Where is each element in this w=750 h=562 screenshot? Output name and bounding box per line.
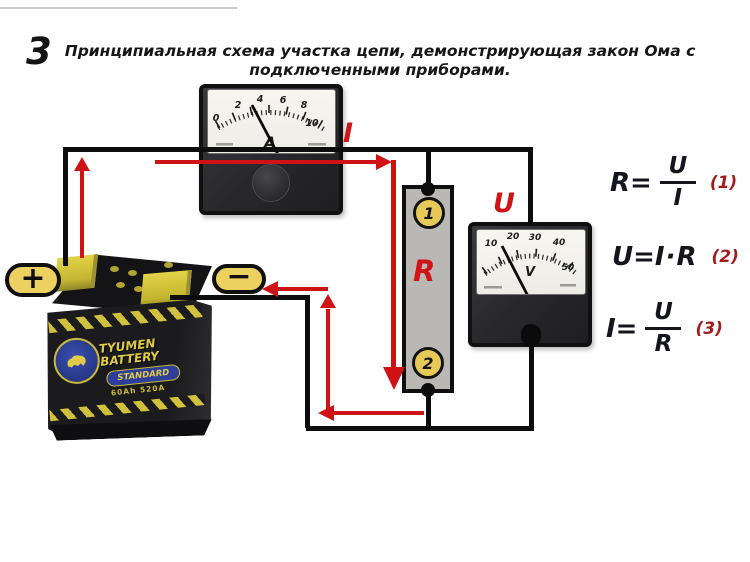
ammeter-tick-10: 10 xyxy=(305,118,319,129)
ammeter-smallprint-right xyxy=(308,143,326,146)
resistor-label: R xyxy=(413,254,436,288)
formula-r-numerator: U xyxy=(668,153,688,179)
wire-resistor-top xyxy=(426,150,431,190)
formula-u-ref: (2) xyxy=(711,247,739,267)
ammeter-tick-8: 8 xyxy=(301,100,308,111)
wire-voltmeter-top xyxy=(528,147,533,226)
minus-sign: − xyxy=(226,258,252,294)
battery-vent-cap xyxy=(134,286,143,292)
formula-u-lhs: U= xyxy=(612,242,655,272)
voltmeter-knob xyxy=(521,324,541,346)
ammeter-tick-2: 2 xyxy=(235,100,242,111)
current-arrow-bottomleft-line xyxy=(334,411,424,415)
voltmeter-smallprint-left xyxy=(484,286,502,289)
formula-u-expr: I·R xyxy=(654,242,698,272)
current-label: I xyxy=(343,118,354,149)
current-arrow-right-head xyxy=(376,154,392,170)
formula-ohm-i: I= U R (3) xyxy=(606,300,723,357)
voltmeter-minor-ticks xyxy=(483,253,579,276)
battery-front-face: TYUMEN BATTERY STANDARD 60Ah 520A xyxy=(44,299,217,437)
formula-i-ref: (3) xyxy=(695,318,723,339)
wire-top xyxy=(63,147,533,152)
battery-vent-cap xyxy=(116,282,125,288)
formula-ohm-u: U= I·R (2) xyxy=(612,242,739,272)
current-arrow-up-head xyxy=(74,157,90,171)
current-arrow-right-line xyxy=(155,160,377,164)
battery-logo xyxy=(53,337,101,385)
voltmeter-tick-30: 30 xyxy=(529,233,542,243)
formula-r-ref: (1) xyxy=(709,172,738,193)
wire-resistor-bottom xyxy=(426,388,431,428)
formula-r-denominator: I xyxy=(673,185,683,211)
battery: TYUMEN BATTERY STANDARD 60Ah 520A xyxy=(44,244,226,444)
wire-plus-vertical xyxy=(63,147,68,266)
voltmeter-needle xyxy=(500,245,529,294)
fraction-bar xyxy=(659,181,696,184)
voltmeter-tick-10: 10 xyxy=(485,239,498,249)
slide-number: 3 xyxy=(26,30,52,73)
battery-vent-cap xyxy=(110,266,119,272)
battery-brand-text: TYUMEN BATTERY xyxy=(98,336,160,369)
current-arrow-down-head xyxy=(383,367,405,390)
current-arrow-bottomleft-head xyxy=(318,405,334,421)
formula-i-denominator: R xyxy=(654,331,673,357)
top-divider xyxy=(0,7,237,9)
resistor-terminal-2: 2 xyxy=(412,347,444,379)
ammeter-smallprint-left xyxy=(216,143,233,146)
voltmeter-tick-20: 20 xyxy=(507,232,520,242)
ammeter-tick-4: 4 xyxy=(256,94,264,105)
current-arrow-down-line xyxy=(391,160,396,368)
ammeter-dial-svg: 0 2 4 6 8 10 A xyxy=(213,94,329,153)
junction-node-bottom xyxy=(421,383,435,397)
voltmeter-smallprint-right xyxy=(560,284,576,287)
battery-plus-terminal xyxy=(53,254,99,292)
formula-r-fraction: U I xyxy=(659,153,696,211)
voltmeter-unit-letter: V xyxy=(525,265,536,280)
fraction-bar xyxy=(645,327,682,330)
plus-sign: + xyxy=(20,260,46,296)
battery-series-badge: STANDARD xyxy=(106,364,181,388)
minus-terminal-badge: − xyxy=(212,259,266,294)
voltmeter-dial: 10 20 30 40 50 V xyxy=(476,229,586,295)
battery-vent-cap xyxy=(164,262,173,268)
slide-title-line1: Принципиальная схема участка цепи, демон… xyxy=(64,42,696,60)
ammeter-needle xyxy=(250,104,279,153)
battery-vent-cap xyxy=(128,270,137,276)
formula-i-numerator: U xyxy=(654,299,673,325)
battery-hazard-stripe-bottom xyxy=(49,394,205,421)
formula-r-lhs: R= xyxy=(610,167,652,198)
ammeter-tick-0: 0 xyxy=(213,113,220,124)
wire-voltmeter-bottom xyxy=(529,345,534,431)
ammeter-emblem xyxy=(252,164,290,202)
battery-logo-mammoth-icon xyxy=(63,351,90,370)
slide-title: Принципиальная схема участка цепи, демон… xyxy=(40,42,720,80)
wire-bottom xyxy=(306,426,534,431)
formula-i-lhs: I= xyxy=(606,313,638,344)
wire-minus-vertical xyxy=(305,295,310,428)
formula-i-fraction: U R xyxy=(645,299,682,357)
current-arrow-tominus-line xyxy=(278,287,328,291)
current-arrow-up-line xyxy=(80,170,84,258)
slide-title-line2: подключенными приборами. xyxy=(249,61,511,79)
ammeter-tick-6: 6 xyxy=(280,95,287,106)
ammeter-minor-ticks xyxy=(216,110,327,133)
plus-terminal-badge: + xyxy=(5,260,61,297)
voltmeter-tick-50: 50 xyxy=(562,263,575,273)
voltage-label: U xyxy=(493,188,515,219)
current-arrow-midup-line xyxy=(326,309,330,413)
junction-node-top xyxy=(421,182,435,196)
voltmeter-tick-40: 40 xyxy=(552,238,566,248)
formula-ohm-r: R= U I (1) xyxy=(610,154,737,211)
resistor-terminal-1: 1 xyxy=(413,197,445,229)
battery-hazard-stripe-top xyxy=(48,304,203,333)
current-arrow-tominus-head xyxy=(262,281,278,297)
wire-minus-horizontal xyxy=(170,295,310,300)
ammeter-dial: 0 2 4 6 8 10 A xyxy=(207,89,336,154)
current-arrow-midup-head xyxy=(320,294,336,308)
voltmeter-dial-svg: 10 20 30 40 50 V xyxy=(481,232,581,294)
